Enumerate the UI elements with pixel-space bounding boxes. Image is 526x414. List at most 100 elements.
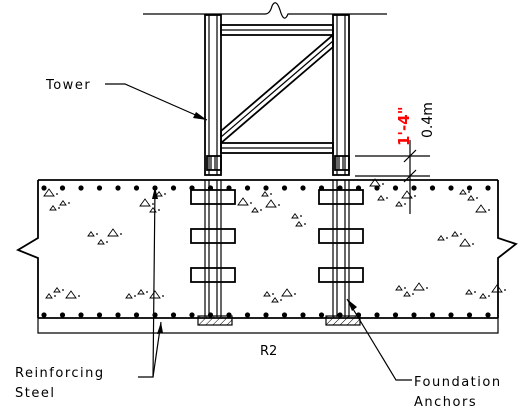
rebar-dot <box>96 185 103 191</box>
aggregate-mark <box>149 290 161 299</box>
tower-horizontals <box>220 24 334 154</box>
aggregate-dot <box>78 295 80 297</box>
aggregate-mark <box>97 239 105 245</box>
rebar-dot <box>133 312 140 318</box>
rebar-dot <box>392 312 399 318</box>
anchor-rods-left <box>204 180 222 317</box>
aggregate-dot <box>304 223 306 225</box>
aggregate-dot <box>164 193 166 195</box>
aggregate-mark <box>479 293 487 299</box>
aggregate-dot <box>96 233 98 235</box>
rebar-dot <box>244 312 251 318</box>
aggregate-dot <box>62 289 64 291</box>
aggregate-mark <box>139 198 151 207</box>
rebar-dot <box>411 312 417 318</box>
anchors-label-line1: Foundation <box>414 375 502 390</box>
reinforcing-label-line2: Steel <box>15 386 55 401</box>
aggregate-mark <box>467 195 475 201</box>
aggregate-mark <box>237 197 249 206</box>
aggregate-mark <box>53 287 61 293</box>
aggregate-marks <box>43 178 506 303</box>
rebar-dot <box>263 185 269 191</box>
aggregate-dot <box>426 287 428 289</box>
rebar-dot <box>300 185 306 191</box>
concrete-slab <box>15 179 518 334</box>
aggregate-mark <box>155 191 163 197</box>
aggregate-dot <box>260 209 262 211</box>
aggregate-mark <box>43 188 55 197</box>
anchors-label-line2: Anchors <box>414 395 477 410</box>
aggregate-dot <box>460 233 462 235</box>
rebar-dot <box>59 312 66 318</box>
rebar-dot <box>263 312 269 318</box>
rebar-dot <box>281 312 288 318</box>
aggregate-dot <box>272 293 274 295</box>
top-break-line <box>143 2 387 19</box>
tower-base-plates <box>206 155 350 171</box>
aggregate-mark <box>459 189 467 195</box>
aggregate-mark <box>59 200 67 206</box>
rebar-dot <box>133 185 140 191</box>
aggregate-dot <box>412 293 414 295</box>
aggregate-mark <box>137 289 145 295</box>
aggregate-mark <box>377 195 385 201</box>
rebar-dot <box>485 312 491 318</box>
dimension-imperial-label: 1'-4" <box>395 106 413 146</box>
rebar-dot <box>115 312 121 318</box>
aggregate-dot <box>162 295 164 297</box>
rebar-dot <box>485 185 491 191</box>
aggregate-dot <box>278 204 280 206</box>
anchor-plates-left <box>190 189 236 283</box>
aggregate-dot <box>414 195 416 197</box>
aggregate-mark <box>87 231 95 237</box>
aggregate-dot <box>270 193 272 195</box>
rebar-dot <box>411 185 417 191</box>
aggregate-mark <box>271 297 279 303</box>
aggregate-dot <box>300 215 302 217</box>
rebar-bottom-row <box>41 312 491 318</box>
rebar-dot <box>429 312 436 318</box>
aggregate-dot <box>56 193 58 195</box>
rebar-dot <box>170 312 177 318</box>
aggregate-dot <box>446 237 448 239</box>
aggregate-dot <box>158 209 160 211</box>
aggregate-mark <box>281 288 293 297</box>
rebar-dot <box>466 185 473 191</box>
aggregate-dot <box>54 295 56 297</box>
aggregate-dot <box>504 289 506 291</box>
aggregate-dot <box>294 293 296 295</box>
aggregate-dot <box>152 203 154 205</box>
aggregate-dot <box>146 291 148 293</box>
rebar-dot <box>466 312 473 318</box>
rebar-dot <box>374 312 380 318</box>
aggregate-mark <box>261 191 269 197</box>
aggregate-dot <box>58 207 60 209</box>
rebar-dot <box>300 312 306 318</box>
section-mark-label: R2 <box>260 344 277 359</box>
rebar-dot <box>115 185 121 191</box>
rebar-dot <box>281 185 288 191</box>
rebar-dot <box>96 312 103 318</box>
aggregate-mark <box>49 205 57 211</box>
tower-leader <box>105 83 208 121</box>
rebar-top-row <box>41 185 491 191</box>
rebar-dot <box>189 312 195 318</box>
aggregate-dot <box>134 295 136 297</box>
aggregate-mark <box>395 285 403 291</box>
aggregate-dot <box>250 202 252 204</box>
rebar-dot <box>374 185 380 191</box>
dimension-metric-label: 0.4m <box>420 102 436 138</box>
aggregate-mark <box>451 231 459 237</box>
aggregate-dot <box>382 183 384 185</box>
rebar-dot <box>448 185 454 191</box>
aggregate-mark <box>291 213 299 219</box>
aggregate-mark <box>403 291 411 297</box>
aggregate-mark <box>475 204 487 213</box>
rebar-dot <box>448 312 454 318</box>
rebar-dot <box>429 185 436 191</box>
tower-label: Tower <box>45 78 91 93</box>
aggregate-dot <box>106 241 108 243</box>
aggregate-dot <box>468 191 470 193</box>
aggregate-mark <box>437 235 445 241</box>
